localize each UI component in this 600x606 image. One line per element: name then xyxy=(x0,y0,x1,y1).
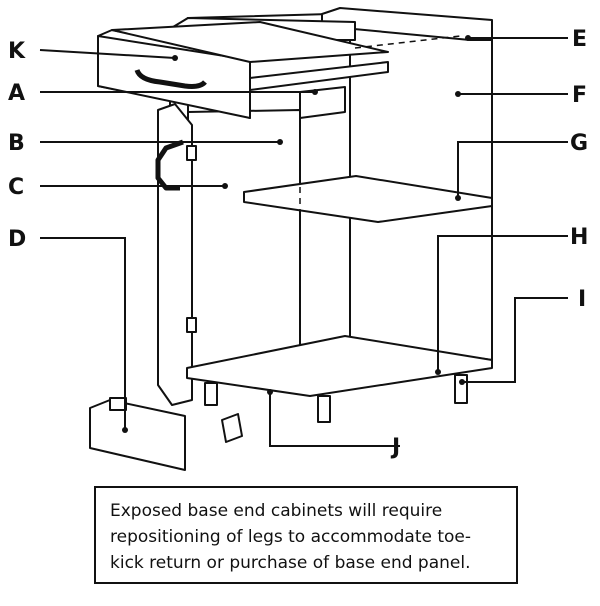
leg-front-center xyxy=(317,395,331,423)
callout-label-a: A xyxy=(8,81,25,106)
end-panel-clip xyxy=(109,397,127,411)
leader-dot-a xyxy=(312,89,318,95)
callout-label-b: B xyxy=(8,131,25,156)
note-box: Exposed base end cabinets will require r… xyxy=(94,486,518,584)
callout-label-g: G xyxy=(570,131,588,156)
callout-label-i: I xyxy=(578,287,586,312)
toe-kick-clip xyxy=(221,413,243,443)
leader-dot-e xyxy=(465,35,471,41)
callout-label-d: D xyxy=(8,227,26,252)
leader-dot-g xyxy=(455,195,461,201)
callout-label-f: F xyxy=(572,83,587,108)
leader-i xyxy=(462,297,568,383)
door-hinge-upper xyxy=(186,145,197,161)
callout-label-c: C xyxy=(8,175,24,200)
callout-label-e: E xyxy=(572,27,587,52)
door-handle xyxy=(155,139,184,191)
leader-g xyxy=(457,141,568,198)
callout-label-h: H xyxy=(570,225,588,250)
leader-dot-j xyxy=(267,389,273,395)
door-hinge-lower xyxy=(186,317,197,333)
drawer-top-rail xyxy=(111,21,389,63)
leader-dot-b xyxy=(277,139,283,145)
adjustable-shelf xyxy=(243,175,493,223)
leader-dot-f xyxy=(455,91,461,97)
leader-dot-d xyxy=(122,427,128,433)
leg-front-left xyxy=(204,382,218,406)
leader-dot-k xyxy=(172,55,178,61)
cabinet-bottom-panel xyxy=(186,335,493,397)
drawer-slide-bracket xyxy=(299,86,346,119)
callout-label-k: K xyxy=(8,39,26,64)
drawer-pull-handle xyxy=(134,69,207,89)
leader-k xyxy=(39,49,176,59)
leader-dot-i xyxy=(459,379,465,385)
base-end-panel xyxy=(89,399,186,471)
callout-label-j: J xyxy=(390,435,400,460)
leader-dot-c xyxy=(222,183,228,189)
leader-j xyxy=(269,392,400,447)
hidden-edge-top-back xyxy=(354,35,461,49)
leader-dot-h xyxy=(435,369,441,375)
note-text: Exposed base end cabinets will require r… xyxy=(110,501,472,573)
leader-d xyxy=(40,237,126,430)
leader-h xyxy=(437,235,568,372)
cabinet-door xyxy=(157,103,193,406)
